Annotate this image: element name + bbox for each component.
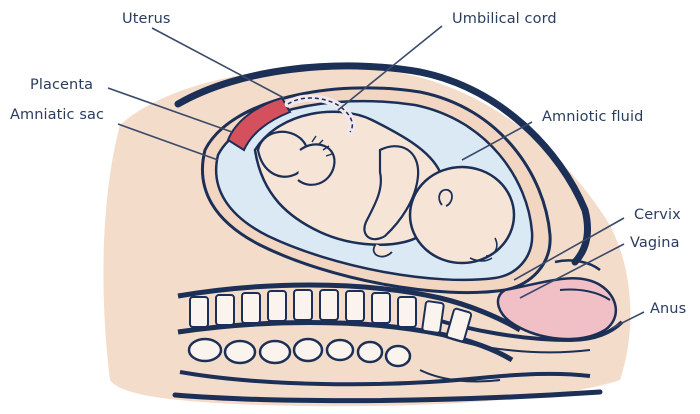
vertebra <box>216 295 234 325</box>
vertebra <box>294 290 312 320</box>
vertebra <box>268 291 286 321</box>
vertebra <box>372 293 390 323</box>
label-uterus: Uterus <box>122 12 171 27</box>
label-amniotic-sac: Amniatic sac <box>10 108 104 123</box>
fetus-head <box>410 167 514 263</box>
label-placenta: Placenta <box>30 78 93 93</box>
label-umbilical-cord: Umbilical cord <box>452 12 557 27</box>
label-amniotic-fluid: Amniotic fluid <box>542 110 643 125</box>
label-vagina: Vagina <box>630 236 680 251</box>
vertebra <box>242 293 260 323</box>
vertebra <box>346 291 364 321</box>
label-cervix: Cervix <box>634 208 681 223</box>
vertebra <box>422 301 444 333</box>
label-anus: Anus <box>650 302 686 317</box>
vertebra <box>398 297 416 327</box>
vertebra <box>320 290 338 320</box>
vertebra <box>190 297 208 327</box>
